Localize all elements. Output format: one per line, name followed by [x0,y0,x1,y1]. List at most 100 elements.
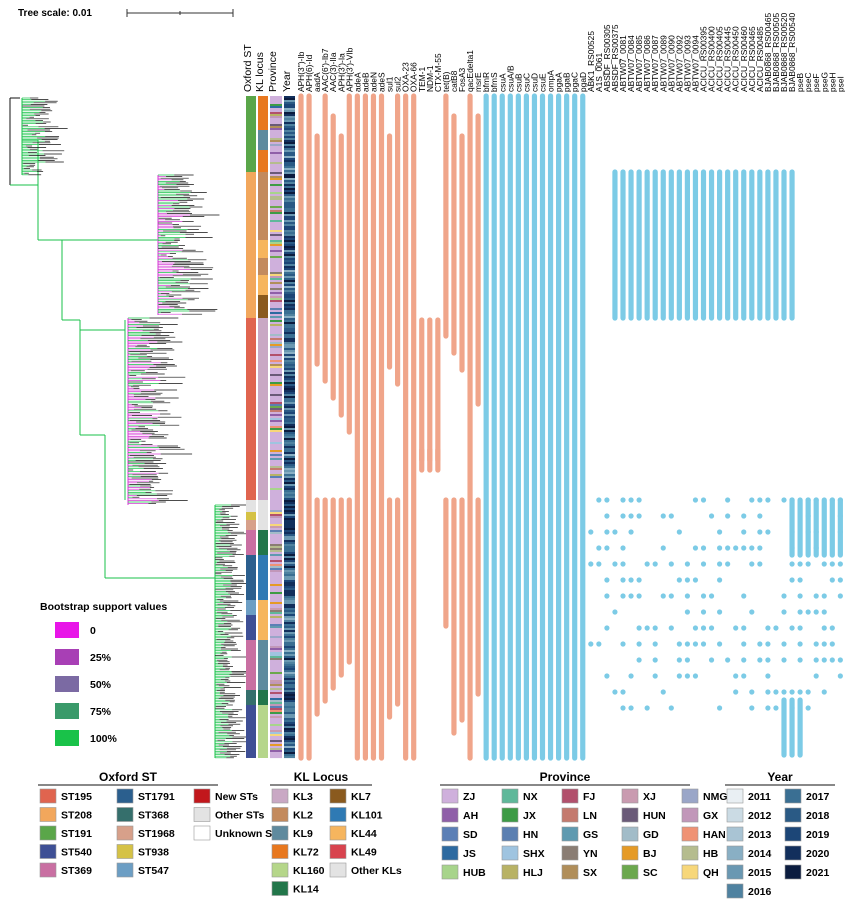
year-strip-cell [284,212,295,215]
province-strip-cell [270,394,282,397]
gene-presence-dot [813,657,819,663]
gene-presence-dot [596,641,602,647]
year-strip-cell [284,710,295,713]
province-strip-cell [270,554,282,557]
gene-column-header: bfmR [481,72,491,92]
province-strip-cell [270,226,282,229]
province-strip-cell [270,114,282,117]
province-strip-cell [270,196,282,199]
year-strip-cell [284,698,295,701]
province-strip-cell [270,364,282,367]
tree-scale-bar [126,9,234,17]
gene-column-header: CTX-M-55 [433,53,443,92]
province-strip-cell [270,578,282,581]
year-strip-cell [284,118,295,121]
province-strip-cell [270,656,282,659]
province-strip-cell [270,376,282,379]
gene-presence-dot [628,577,634,583]
year-strip-cell [284,548,295,551]
year-strip-cell [284,224,295,227]
gene-column-header: BJAB0868_RS00540 [787,13,797,92]
year-strip-cell [284,558,295,561]
province-strip-cell [270,298,282,301]
province-strip-cell [270,680,282,683]
year-strip-cell [284,744,295,747]
province-strip-cell [270,264,282,267]
bootstrap-swatch [55,649,79,665]
year-strip-cell [284,528,295,531]
province-strip-cell [270,286,282,289]
province-strip-cell [270,568,282,571]
province-strip-cell [270,308,282,311]
gene-presence-dot [660,513,666,519]
province-strip-cell [270,368,282,371]
gene-column-header: AAC(6')-Ib7 [320,48,330,92]
gene-presence-dot [684,673,691,679]
year-strip-cell [284,304,295,307]
year-strip-cell [284,414,295,417]
year-strip-cell [284,346,295,349]
gene-presence-dot [708,657,715,663]
gene-presence-dot [692,641,699,647]
province-strip-cell [270,716,282,719]
province-strip-cell [270,320,282,323]
province-strip-cell [270,448,282,451]
year-strip-cell [284,492,295,495]
province-strip-cell [270,180,282,183]
province-strip-cell [270,576,282,579]
gene-presence-dot [668,705,674,711]
province-strip-cell [270,626,282,629]
gene-presence-dot [805,609,811,615]
province-strip-cell [270,452,282,455]
gene-column-header: OXA-66 [409,62,419,92]
province-strip-cell [270,462,282,465]
year-strip-cell [284,554,295,557]
province-strip-cell [270,160,282,163]
province-strip-cell [270,430,282,433]
province-strip-cell [270,692,282,695]
st-strip-block [246,600,256,615]
gene-column-header: pgaD [578,72,588,92]
province-strip-cell [270,436,282,439]
year-strip-cell [284,462,295,465]
province-strip-cell [270,354,282,357]
kl-strip-block [258,130,268,150]
year-strip-cell [284,316,295,319]
province-strip-cell [270,324,282,327]
st-strip-block [246,690,256,705]
province-strip-cell [270,628,282,631]
gene-presence-dot [757,497,763,503]
gene-presence-dot [757,529,763,535]
province-strip-cell [270,188,282,191]
year-strip-cell [284,268,295,271]
kl-locus-legend-label: KL9 [293,828,313,840]
province-strip-cell [270,234,282,237]
year-strip-cell [284,670,295,673]
gene-presence-dot [620,497,626,503]
province-strip-cell [270,400,282,403]
gene-presence-dot [837,657,843,663]
province-strip-cell [270,204,282,207]
gene-presence-dot [725,513,731,519]
province-strip-cell [270,318,282,321]
year-strip-cell [284,378,295,381]
year-strip-cell [284,654,295,657]
province-strip-cell [270,662,282,665]
year-strip-cell [284,332,295,335]
province-legend-swatch [621,864,639,880]
year-strip-cell [284,368,295,371]
year-strip-cell [284,134,295,137]
year-strip-cell [284,258,295,261]
year-strip-cell [284,102,295,105]
province-strip-cell [270,638,282,641]
province-strip-cell [270,624,282,627]
province-strip-cell [270,560,282,563]
year-strip-cell [284,276,295,279]
year-strip-cell [284,216,295,219]
province-strip-cell [270,306,282,309]
year-legend-label: 2011 [748,791,771,803]
province-strip-cell [270,208,282,211]
year-strip-cell [284,182,295,185]
year-strip-cell [284,724,295,727]
gene-presence-dot [620,513,626,519]
